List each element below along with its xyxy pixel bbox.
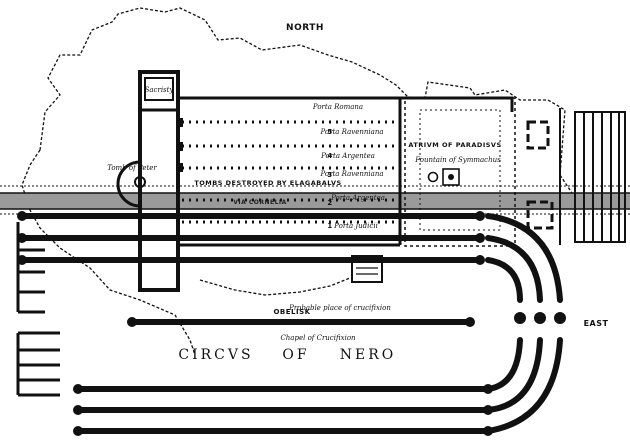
gate-tower-lower: [526, 200, 554, 230]
label-fountain: Fountain of Symmachus: [414, 156, 501, 164]
sacristy-block: [144, 77, 174, 101]
apse-curve: [116, 160, 141, 208]
carceres-lower: [16, 331, 60, 397]
great-steps: [574, 111, 626, 243]
label-num-2: 2: [327, 199, 332, 207]
fountain-pool: [427, 171, 439, 183]
label-num-4: 4: [327, 152, 332, 160]
chapel-crucifixion-building: [351, 255, 383, 283]
label-chapel: Chapel of Crucifixion: [280, 334, 356, 342]
atrium-inner: [419, 109, 501, 231]
label-num-5: 5: [327, 128, 332, 136]
label-circus: CIRCVS: [178, 347, 253, 363]
transept: [138, 70, 180, 292]
circus-curved-end: [485, 213, 563, 434]
label-num-3: 3: [327, 171, 332, 179]
fountain-symmachus: [442, 168, 460, 186]
circus-lower-rods: [75, 386, 491, 434]
label-sacristy: Sacristy: [145, 86, 175, 94]
fountain-center: [448, 174, 454, 180]
label-via: VIA CORNELIA: [233, 199, 287, 206]
label-obelisk: OBELISK: [273, 308, 310, 316]
label-nave-6: Porta Judicii: [333, 222, 378, 230]
label-nave-5: Porta Argentea: [330, 194, 385, 202]
carceres-upper: [16, 222, 45, 314]
label-nave-2: Porta Ravenniana: [319, 128, 383, 136]
chapel-detail: [356, 261, 378, 275]
label-east: EAST: [584, 319, 609, 328]
label-tombs: TOMBS DESTROYED BY ELAGABALVS: [194, 179, 341, 187]
label-of: OF: [282, 347, 309, 363]
label-num-1: 1: [327, 222, 332, 230]
nave-column-ends: [178, 118, 183, 172]
atrium: [404, 97, 516, 247]
label-nero: NERO: [340, 347, 397, 363]
label-tomb-of-peter: Tomb of Peter: [107, 164, 157, 172]
circus-upper-rods: [19, 213, 483, 263]
label-crucifixion-place: Probable place of crucifixion: [288, 304, 391, 312]
nave-columns: [182, 120, 400, 224]
label-nave-4: Porta Ravenniana: [319, 170, 383, 178]
spina-meta-west: [127, 317, 137, 327]
label-nave-1: Porta Romana: [312, 103, 363, 111]
curve-joints: [514, 312, 566, 324]
label-north: NORTH: [286, 23, 324, 33]
label-atrium: ATRIVM OF PARADISVS: [408, 141, 501, 149]
gate-tower-upper: [526, 120, 550, 150]
spina-meta-east: [465, 317, 475, 327]
tomb-of-peter-marker: [134, 176, 146, 188]
label-nave-3: Porta Argentea: [320, 152, 375, 160]
